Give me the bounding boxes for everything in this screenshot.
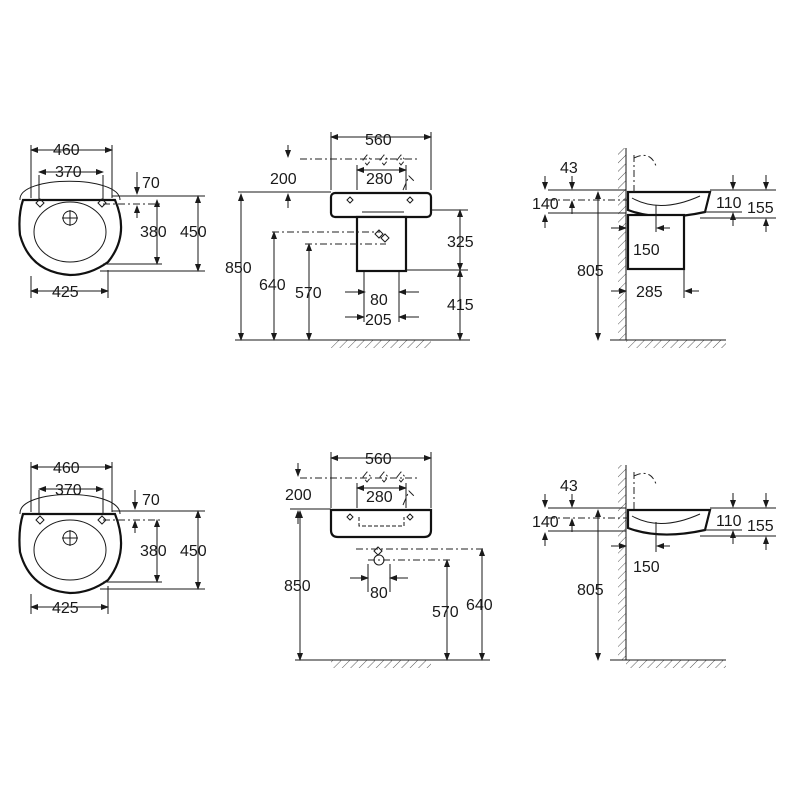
dim-850: 850 (284, 578, 311, 595)
dim-200: 200 (285, 487, 312, 504)
dim-380: 380 (140, 543, 167, 560)
bottom-front-view: 560 280 200 850 80 570 640 (284, 451, 493, 668)
basin-outline (18, 198, 123, 277)
dim-43: 43 (560, 160, 578, 177)
dim-150: 150 (633, 559, 660, 576)
dim-460: 460 (53, 460, 80, 477)
basin-front (329, 508, 433, 539)
fixing-hole-icon (35, 198, 45, 208)
faucet-icon (362, 471, 416, 506)
top-front-view: 560 280 200 850 640 570 325 415 80 205 (225, 132, 474, 348)
dim-200: 200 (270, 171, 297, 188)
dim-43: 43 (560, 478, 578, 495)
dim-450: 450 (180, 224, 207, 241)
dim-640: 640 (466, 597, 493, 614)
bottom-side-view: 43 140 805 110 155 150 (532, 465, 776, 668)
wall-hatch (618, 148, 626, 340)
dim-805: 805 (577, 582, 604, 599)
dim-850: 850 (225, 260, 252, 277)
dim-205: 205 (365, 312, 392, 329)
dim-640: 640 (259, 277, 286, 294)
dim-450: 450 (180, 543, 207, 560)
dim-415: 415 (447, 297, 474, 314)
dim-285: 285 (636, 284, 663, 301)
basin-side (626, 190, 712, 218)
dim-280: 280 (366, 171, 393, 188)
basin-bowl (33, 201, 107, 263)
top-plan-view: 460 370 425 70 380 450 (18, 142, 207, 301)
top-side-view: 43 140 805 110 155 150 285 (532, 148, 776, 348)
bottom-plan-view: 460 370 425 70 380 450 (18, 460, 207, 617)
dim-110: 110 (716, 513, 742, 530)
dim-80: 80 (370, 585, 388, 602)
dim-140: 140 (532, 196, 559, 213)
dim-280: 280 (366, 489, 393, 506)
waste-hole-icon (374, 229, 390, 243)
dim-570: 570 (295, 285, 322, 302)
faucet-icon (633, 472, 657, 510)
dim-570: 570 (432, 604, 459, 621)
dim-70: 70 (142, 492, 160, 509)
faucet-icon (362, 154, 416, 191)
wall-hatch (618, 465, 626, 660)
floor-hatch (331, 340, 431, 348)
basin-side (626, 508, 712, 536)
dim-150: 150 (633, 242, 660, 259)
floor-hatch (331, 660, 431, 668)
dim-140: 140 (532, 514, 559, 531)
dim-70: 70 (142, 175, 160, 192)
dim-425: 425 (52, 284, 79, 301)
dim-805: 805 (577, 263, 604, 280)
dim-560: 560 (365, 451, 392, 468)
basin-front (329, 191, 433, 219)
dim-155: 155 (747, 200, 774, 217)
dim-155: 155 (747, 518, 774, 535)
faucet-icon (633, 154, 657, 192)
dim-380: 380 (140, 224, 167, 241)
dim-325: 325 (447, 234, 474, 251)
dim-560: 560 (365, 132, 392, 149)
dim-370: 370 (55, 482, 82, 499)
dim-370: 370 (55, 164, 82, 181)
dim-80: 80 (370, 292, 388, 309)
dim-460: 460 (53, 142, 80, 159)
dim-425: 425 (52, 600, 79, 617)
dim-110: 110 (716, 195, 742, 212)
